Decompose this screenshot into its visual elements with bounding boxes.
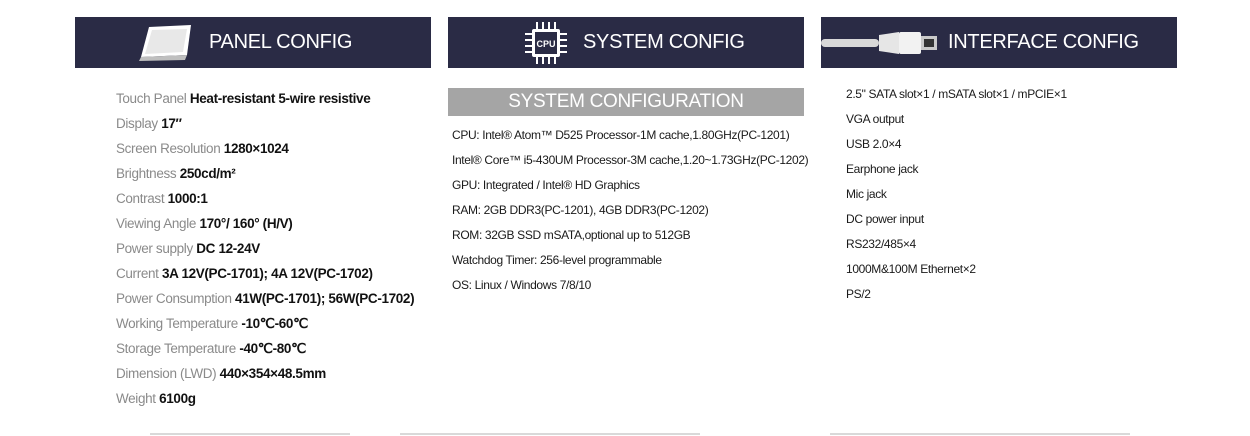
list-item: Current 3A 12V(PC-1701); 4A 12V(PC-1702) <box>116 263 414 288</box>
spec-value: 1280×1024 <box>223 141 289 156</box>
spec-value: 41W(PC-1701); 56W(PC-1702) <box>235 291 415 306</box>
panel-config-list: Touch Panel Heat-resistant 5-wire resist… <box>116 88 415 413</box>
spec-label: Touch Panel <box>116 91 187 106</box>
spec-label: Brightness <box>116 166 177 181</box>
divider <box>400 433 700 435</box>
list-item: Viewing Angle 170°/ 160° (H/V) <box>116 213 414 238</box>
list-item: 1000M&100M Ethernet×2 <box>846 262 976 276</box>
spec-value: 3A 12V(PC-1701); 4A 12V(PC-1702) <box>161 266 373 281</box>
spec-label: Dimension (LWD) <box>116 366 217 381</box>
list-item: Dimension (LWD) 440×354×48.5mm <box>116 363 414 388</box>
spec-label: Viewing Angle <box>116 216 197 231</box>
list-item: GPU: Integrated / Intel® HD Graphics <box>452 178 640 192</box>
hdmi-cable-icon <box>821 32 937 54</box>
spec-label: Contrast <box>116 191 165 206</box>
list-item: RS232/485×4 <box>846 237 916 251</box>
list-item: Working Temperature -10℃-60℃ <box>116 313 414 338</box>
spec-value: 17″ <box>161 116 182 131</box>
system-config-title: SYSTEM CONFIG <box>583 31 745 53</box>
list-item: Screen Resolution 1280×1024 <box>116 138 414 163</box>
list-item: DC power input <box>846 212 924 226</box>
spec-label: Display <box>116 116 158 131</box>
touch-panel-icon <box>139 25 191 61</box>
interface-config-list: 2.5" SATA slot×1 / mSATA slot×1 / mPCIE×… <box>846 84 1067 309</box>
panel-config-title: PANEL CONFIG <box>209 31 353 53</box>
list-item: PS/2 <box>846 287 871 301</box>
panel-config-header: PANEL CONFIG <box>75 17 431 68</box>
spec-value: 1000:1 <box>167 191 208 206</box>
list-item: Mic jack <box>846 187 887 201</box>
spec-value: 170°/ 160° (H/V) <box>199 216 293 231</box>
spec-value: -40℃-80℃ <box>239 341 306 356</box>
list-item: Power Consumption 41W(PC-1701); 56W(PC-1… <box>116 288 415 313</box>
spec-label: Weight <box>116 391 156 406</box>
interface-config-header: INTERFACE CONFIG <box>821 17 1177 68</box>
list-item: RAM: 2GB DDR3(PC-1201), 4GB DDR3(PC-1202… <box>452 203 709 217</box>
list-item: Earphone jack <box>846 162 919 176</box>
divider <box>150 433 350 435</box>
list-item: Intel® Core™ i5-430UM Processor-3M cache… <box>452 153 809 167</box>
divider <box>830 433 1130 435</box>
list-item: Power supply DC 12-24V <box>116 238 414 263</box>
spec-label: Power Consumption <box>116 291 232 306</box>
spec-label: Screen Resolution <box>116 141 221 156</box>
list-item: Storage Temperature -40℃-80℃ <box>116 338 414 363</box>
list-item: Brightness 250cd/m² <box>116 163 414 188</box>
spec-value: DC 12-24V <box>196 241 260 256</box>
spec-label: Working Temperature <box>116 316 238 331</box>
list-item: Touch Panel Heat-resistant 5-wire resist… <box>116 88 414 113</box>
cpu-chip-label: CPU <box>536 39 555 49</box>
system-config-header: CPU SYSTEM CONFIG <box>448 17 804 68</box>
spec-label: Power supply <box>116 241 193 256</box>
spec-value: 440×354×48.5mm <box>219 366 327 381</box>
system-configuration-banner: SYSTEM CONFIGURATION <box>448 88 804 116</box>
interface-config-title: INTERFACE CONFIG <box>948 31 1139 53</box>
spec-value: 250cd/m² <box>179 166 236 181</box>
spec-label: Current <box>116 266 159 281</box>
spec-value: Heat-resistant 5-wire resistive <box>189 91 371 106</box>
list-item: Watchdog Timer: 256-level programmable <box>452 253 662 267</box>
list-item: 2.5" SATA slot×1 / mSATA slot×1 / mPCIE×… <box>846 87 1067 101</box>
list-item: OS: Linux / Windows 7/8/10 <box>452 278 591 292</box>
list-item: USB 2.0×4 <box>846 137 902 151</box>
list-item: ROM: 32GB SSD mSATA,optional up to 512GB <box>452 228 691 242</box>
cpu-chip-icon: CPU <box>525 22 567 64</box>
list-item: Contrast 1000:1 <box>116 188 414 213</box>
list-item: Display 17″ <box>116 113 414 138</box>
spec-label: Storage Temperature <box>116 341 236 356</box>
list-item: VGA output <box>846 112 904 126</box>
list-item: CPU: Intel® Atom™ D525 Processor-1M cach… <box>452 128 790 142</box>
spec-value: -10℃-60℃ <box>241 316 308 331</box>
spec-value: 6100g <box>159 391 196 406</box>
system-config-list: CPU: Intel® Atom™ D525 Processor-1M cach… <box>452 125 809 300</box>
list-item: Weight 6100g <box>116 388 414 413</box>
